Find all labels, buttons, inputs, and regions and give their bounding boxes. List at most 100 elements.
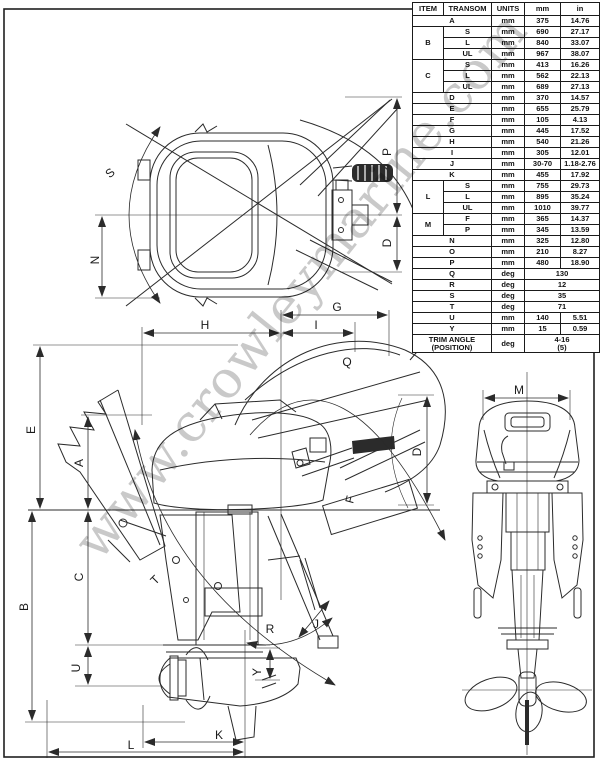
table-cell: 16.26 bbox=[560, 59, 600, 71]
table-cell: mm bbox=[491, 257, 525, 269]
table-cell: mm bbox=[491, 81, 525, 93]
table-cell: 455 bbox=[524, 169, 561, 181]
table-cell: mm bbox=[491, 125, 525, 137]
table-cell: 5.51 bbox=[560, 312, 600, 324]
table-cell: mm bbox=[491, 180, 525, 192]
table-cell: mm bbox=[491, 312, 525, 324]
table-cell: 12.01 bbox=[560, 147, 600, 159]
table-cell: T bbox=[412, 301, 492, 313]
table-cell: 655 bbox=[524, 103, 561, 115]
dimensions-table-head: ITEM TRANSOM UNITS mm in bbox=[412, 2, 600, 16]
dim-label-n: N bbox=[88, 256, 102, 265]
table-cell: deg bbox=[491, 279, 525, 291]
dim-label-g: G bbox=[332, 300, 341, 314]
dim-label-t: T bbox=[147, 572, 163, 588]
table-cell: 540 bbox=[524, 136, 561, 148]
table-cell: 1010 bbox=[524, 202, 561, 214]
table-cell: M bbox=[412, 213, 444, 236]
table-cell: C bbox=[412, 59, 444, 93]
table-cell: mm bbox=[491, 15, 525, 27]
table-cell: 345 bbox=[524, 224, 561, 236]
table-cell: 480 bbox=[524, 257, 561, 269]
table-cell: U bbox=[412, 312, 492, 324]
table-cell: 4.13 bbox=[560, 114, 600, 126]
table-cell: UL bbox=[443, 48, 492, 60]
table-cell: L bbox=[443, 191, 492, 203]
table-cell: 12 bbox=[524, 279, 600, 291]
dim-label-f: F bbox=[342, 494, 357, 505]
table-cell: R bbox=[412, 279, 492, 291]
table-cell: 365 bbox=[524, 213, 561, 225]
col-header-mm: mm bbox=[524, 2, 561, 16]
table-cell: mm bbox=[491, 114, 525, 126]
table-cell: mm bbox=[491, 147, 525, 159]
table-cell: 21.26 bbox=[560, 136, 600, 148]
table-cell: mm bbox=[491, 246, 525, 258]
dim-label-c: C bbox=[72, 572, 86, 581]
table-cell: 689 bbox=[524, 81, 561, 93]
table-cell: F bbox=[412, 114, 492, 126]
table-cell: 1.18-2.76 bbox=[560, 158, 600, 170]
table-cell: D bbox=[412, 92, 492, 104]
table-cell: 25.79 bbox=[560, 103, 600, 115]
table-cell: 30-70 bbox=[524, 158, 561, 170]
table-cell: mm bbox=[491, 48, 525, 60]
dim-label-a: A bbox=[72, 459, 86, 467]
table-cell: 0.59 bbox=[560, 323, 600, 335]
table-cell: N bbox=[412, 235, 492, 247]
dim-label-i: I bbox=[314, 318, 317, 332]
table-cell: O bbox=[412, 246, 492, 258]
table-cell: 33.07 bbox=[560, 37, 600, 49]
table-cell: deg bbox=[491, 334, 525, 353]
table-cell: mm bbox=[491, 158, 525, 170]
table-cell: 140 bbox=[524, 312, 561, 324]
table-cell: 39.77 bbox=[560, 202, 600, 214]
table-cell: S bbox=[412, 290, 492, 302]
table-cell: Y bbox=[412, 323, 492, 335]
table-cell: S bbox=[443, 180, 492, 192]
table-cell: L bbox=[443, 37, 492, 49]
col-header-in: in bbox=[560, 2, 600, 16]
rear-view-drawing: M bbox=[462, 372, 592, 755]
table-cell: 895 bbox=[524, 191, 561, 203]
table-cell: 22.13 bbox=[560, 70, 600, 82]
table-cell: mm bbox=[491, 26, 525, 38]
side-view-drawing: H I G Q E A B C U Y T R J bbox=[17, 300, 446, 758]
table-cell: 14.76 bbox=[560, 15, 600, 27]
table-cell: 755 bbox=[524, 180, 561, 192]
table-cell: mm bbox=[491, 224, 525, 236]
table-cell: 210 bbox=[524, 246, 561, 258]
table-cell: 17.52 bbox=[560, 125, 600, 137]
table-cell: Q bbox=[412, 268, 492, 280]
table-cell: B bbox=[412, 26, 444, 60]
table-cell: L bbox=[443, 70, 492, 82]
col-header-item: ITEM bbox=[412, 2, 444, 16]
table-cell: 18.90 bbox=[560, 257, 600, 269]
table-cell: P bbox=[412, 257, 492, 269]
dim-label-e: E bbox=[24, 426, 38, 434]
table-cell: A bbox=[412, 15, 492, 27]
table-cell: mm bbox=[491, 235, 525, 247]
table-cell: S bbox=[443, 59, 492, 71]
table-cell: deg bbox=[491, 290, 525, 302]
col-header-units: UNITS bbox=[491, 2, 525, 16]
dim-label-m: M bbox=[514, 383, 524, 397]
